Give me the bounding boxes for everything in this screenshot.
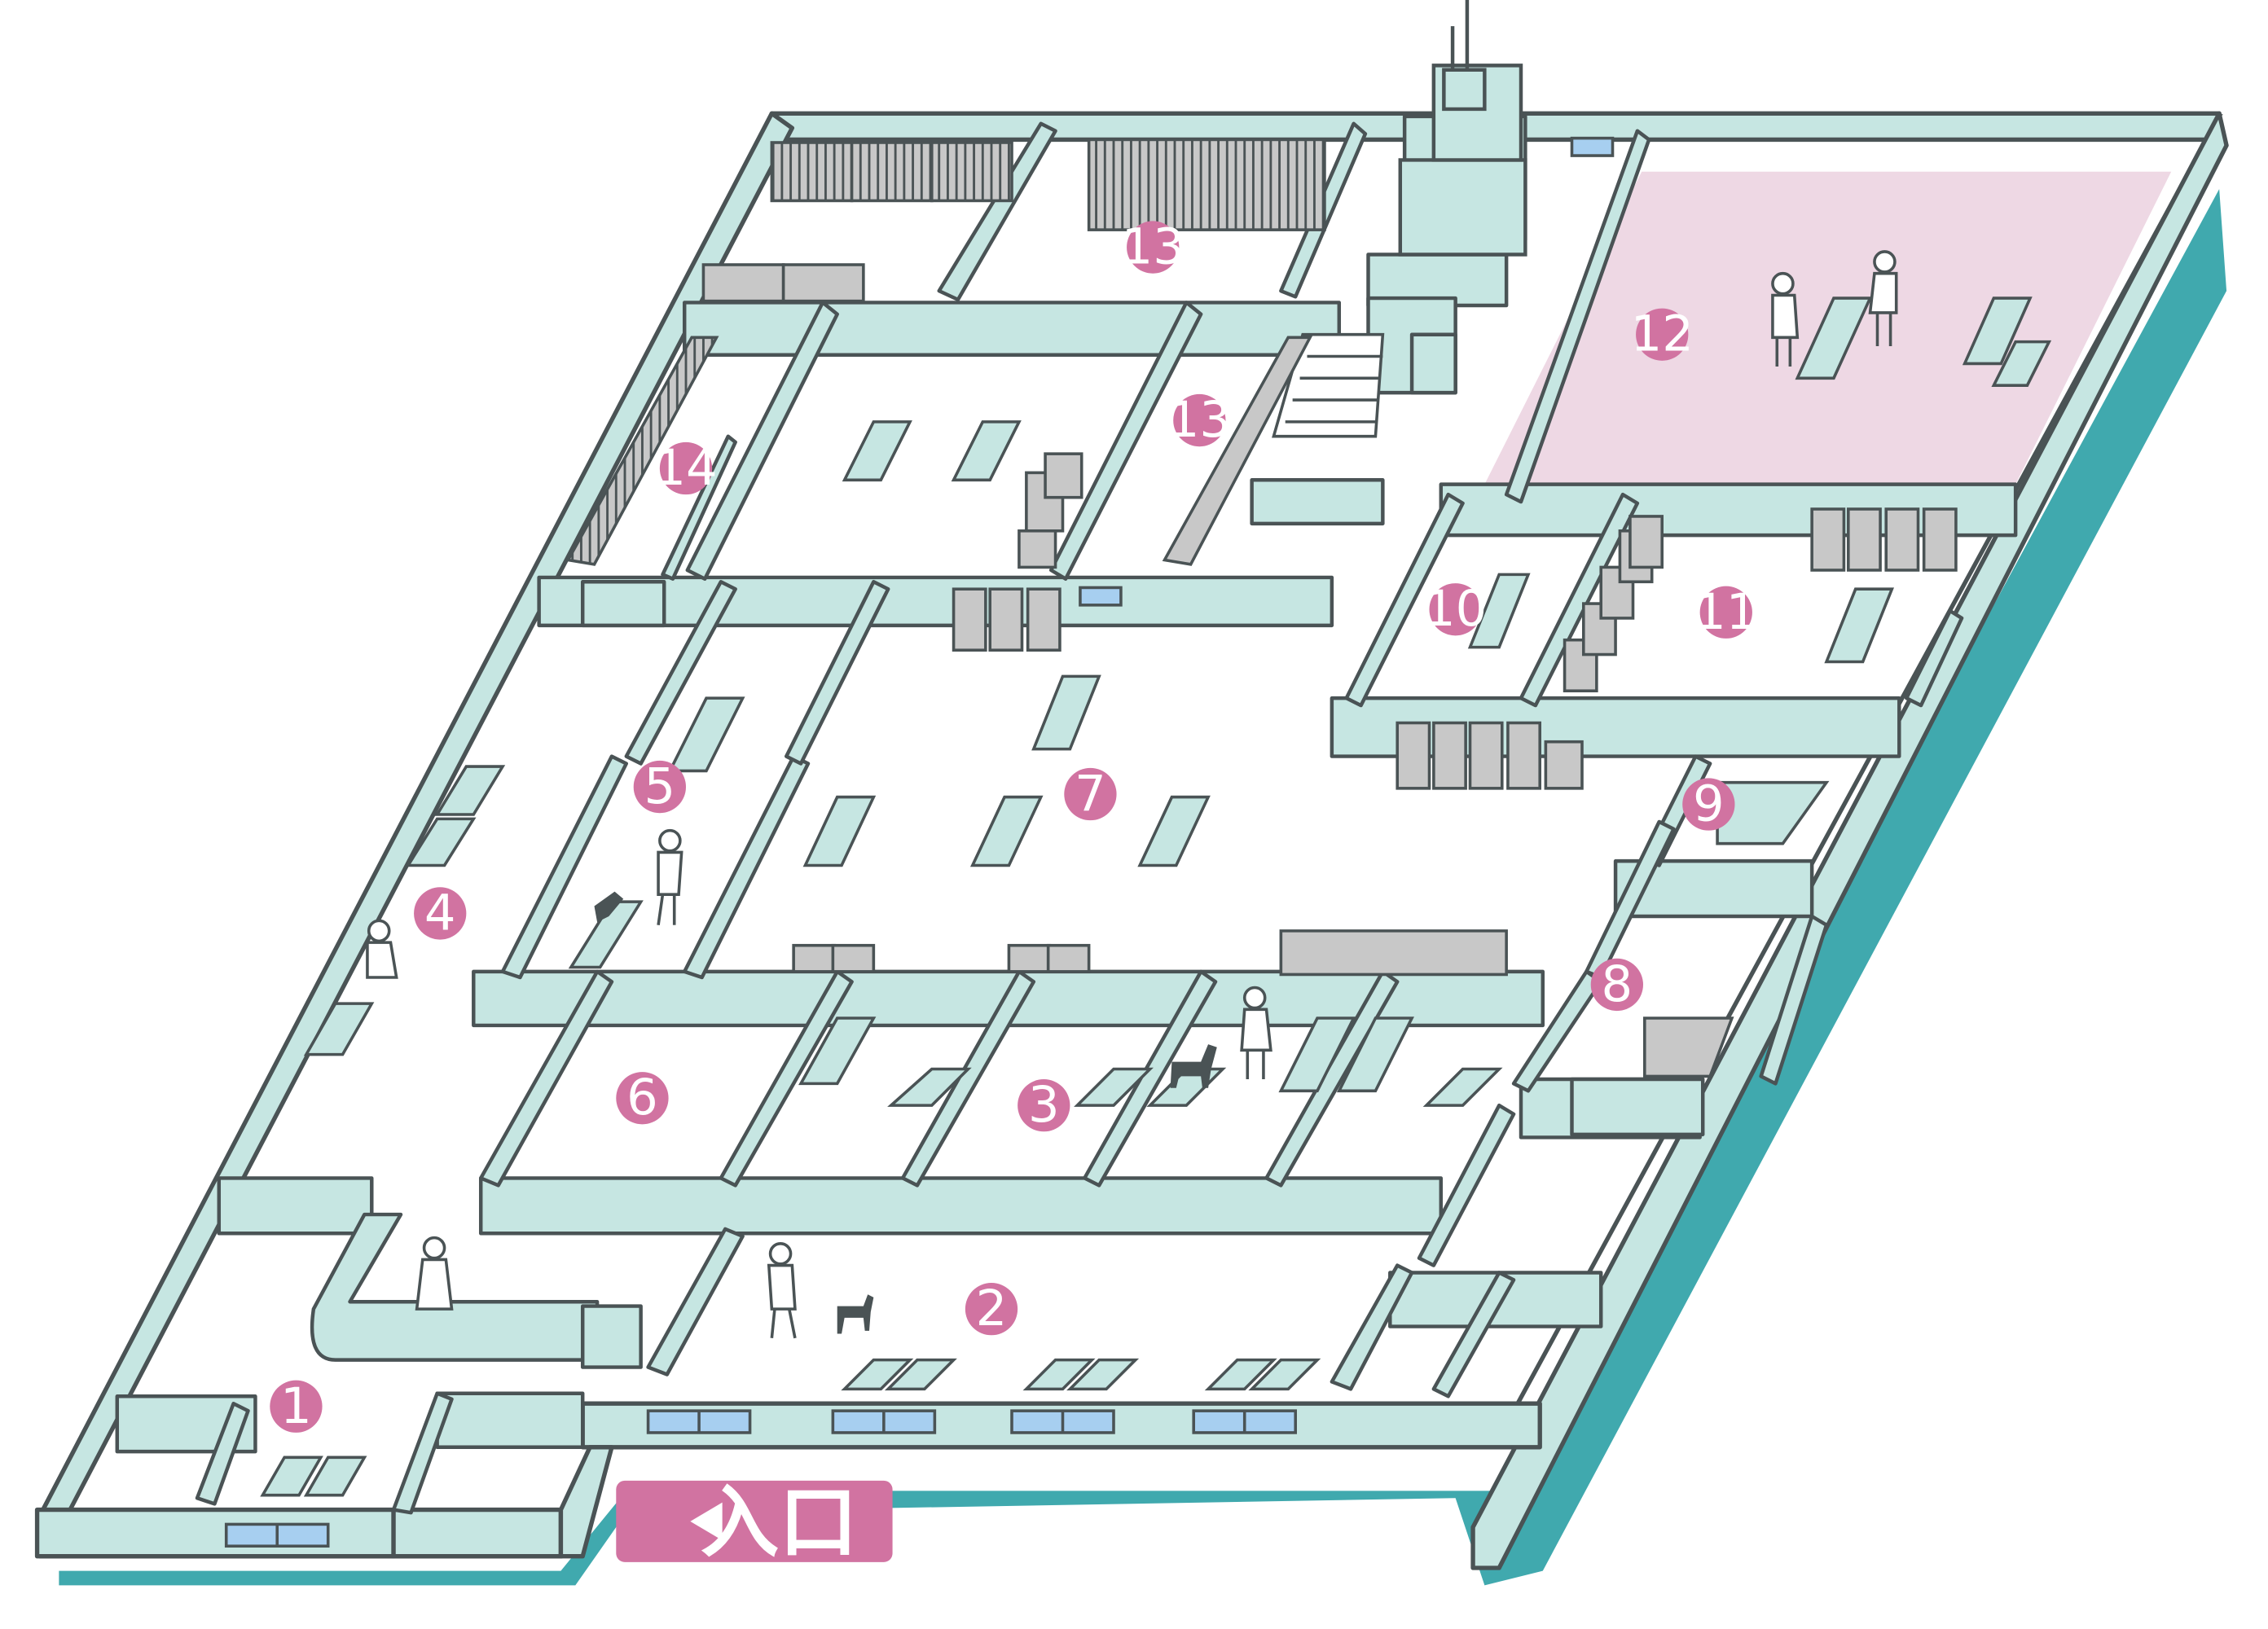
room-marker-label: 8 <box>1602 956 1633 1013</box>
room-marker-8[interactable]: 8 <box>1590 956 1643 1013</box>
equipment <box>565 138 1958 1078</box>
room-marker-label: 13 <box>1168 392 1231 449</box>
room-marker-label: 3 <box>1028 1077 1060 1134</box>
room-marker-label: 4 <box>424 885 456 942</box>
room-marker-label: 14 <box>654 440 717 497</box>
people <box>366 250 1898 1339</box>
room-markers: 1 2 3 4 5 6 7 8 9 10 11 12 13 13 14 <box>270 219 1757 1435</box>
room-marker-label: 2 <box>976 1280 1008 1337</box>
room-marker-label: 5 <box>644 758 676 815</box>
room-marker-label: 13 <box>1122 219 1185 276</box>
room-marker-label: 7 <box>1075 766 1106 823</box>
entrance-label: 入口 <box>701 1478 858 1569</box>
room-marker-6[interactable]: 6 <box>616 1069 669 1126</box>
room-marker-label: 11 <box>1694 584 1757 641</box>
room-marker-5[interactable]: 5 <box>633 758 686 815</box>
room-marker-9[interactable]: 9 <box>1682 776 1735 833</box>
room-marker-1[interactable]: 1 <box>270 1378 323 1435</box>
building-shadow <box>59 189 2227 1586</box>
room-marker-7[interactable]: 7 <box>1064 766 1117 823</box>
windows <box>224 136 1615 1548</box>
room-marker-label: 6 <box>626 1069 658 1126</box>
room-marker-label: 9 <box>1693 776 1725 833</box>
room-marker-13-upper[interactable]: 13 <box>1122 219 1185 276</box>
room-marker-2[interactable]: 2 <box>965 1280 1018 1337</box>
rooftop-tower <box>1398 0 1527 257</box>
room-marker-label: 1 <box>280 1378 312 1435</box>
room-marker-10[interactable]: 10 <box>1424 581 1487 638</box>
staircase <box>1272 332 1385 438</box>
room-marker-14[interactable]: 14 <box>654 440 717 497</box>
interior-walls <box>115 114 2018 1515</box>
dogs <box>594 891 1217 1334</box>
room-marker-11[interactable]: 11 <box>1694 584 1757 641</box>
tables <box>260 296 2052 1497</box>
room-marker-13-lower[interactable]: 13 <box>1168 392 1231 449</box>
entrance-sign[interactable]: 入口 <box>616 1478 893 1569</box>
room-marker-4[interactable]: 4 <box>414 885 467 942</box>
room-marker-3[interactable]: 3 <box>1018 1077 1070 1134</box>
triangle-left-icon <box>690 1502 723 1541</box>
room-marker-label: 10 <box>1424 581 1487 638</box>
room-marker-label: 12 <box>1631 306 1694 363</box>
room-marker-12[interactable]: 12 <box>1631 306 1694 363</box>
